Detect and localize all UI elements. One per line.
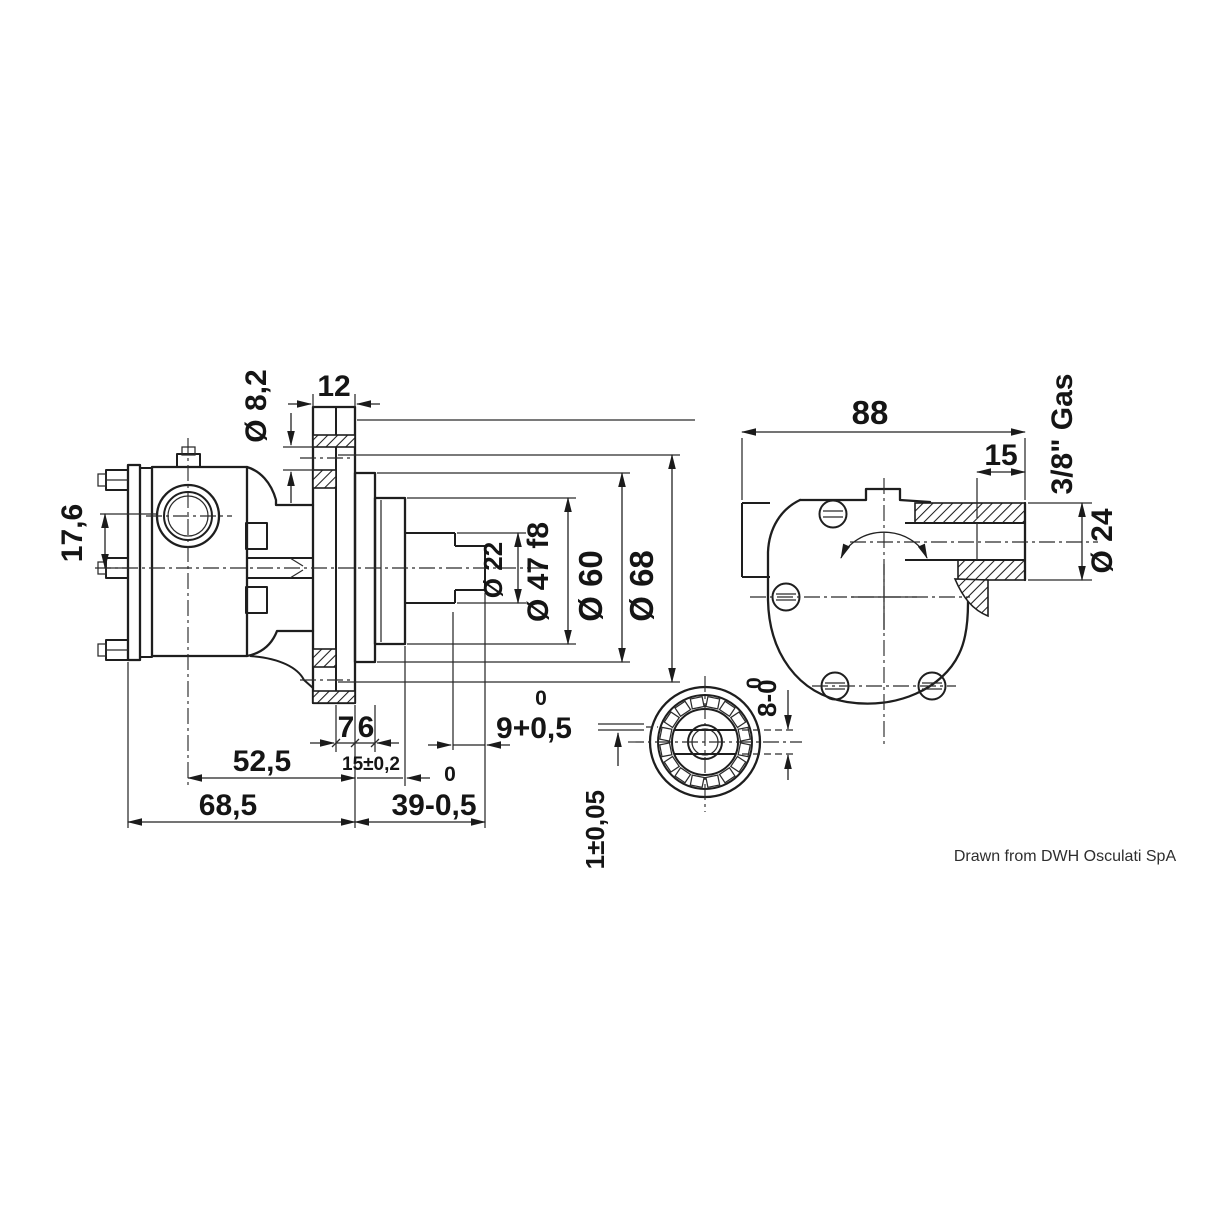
- front-view-dimensions: 88 15 3/8" Gas Ø 24: [741, 374, 1119, 581]
- credit-note: Drawn from DWH Osculati SpA: [954, 848, 1177, 865]
- dim-15-tol: 15±0,2: [342, 754, 400, 775]
- dim-width-88: 88: [852, 394, 889, 431]
- dim-39-sup: 0: [444, 763, 456, 786]
- cover-screws: [771, 499, 947, 701]
- cover-plate: [126, 463, 153, 662]
- cover-bolts: [97, 469, 129, 661]
- side-port-stub: [741, 502, 770, 578]
- dim-end-float: 1±0,05: [580, 790, 610, 869]
- screw: [917, 671, 947, 701]
- screw: [818, 499, 848, 529]
- dim-port-offset: 17,6: [56, 504, 89, 562]
- dim-68-5: 68,5: [199, 789, 257, 822]
- front-view: [741, 478, 1098, 748]
- side-view: [95, 405, 548, 786]
- side-view-dimensions: Ø 8,2 12 17,6 Ø 22 Ø 47 f8 Ø 60 Ø 68: [56, 369, 695, 828]
- dim-six: 6: [358, 711, 375, 744]
- dim-9: 9+0,5: [496, 712, 572, 745]
- dim-pilot-dia: Ø 60: [572, 550, 609, 622]
- mounting-flange: [300, 405, 357, 705]
- front-body: [766, 487, 970, 705]
- dim-spigot-dia: Ø 47 f8: [522, 522, 555, 622]
- dim-slot-8: 8-0: [752, 679, 782, 717]
- dim-depth-15: 15: [984, 439, 1017, 472]
- dim-thread-gas: 3/8" Gas: [1046, 374, 1079, 495]
- dim-flange-dia: Ø 68: [623, 550, 660, 622]
- dim-39: 39-0,5: [391, 789, 476, 822]
- dim-9-sup: 0: [535, 687, 547, 710]
- discharge-port: [905, 501, 1027, 618]
- dim-shaft-dia: Ø 22: [478, 542, 508, 598]
- impeller-view: [628, 676, 802, 812]
- dim-hole-dia: Ø 8,2: [240, 369, 273, 442]
- dim-flange-thickness: 12: [317, 370, 350, 403]
- dim-seven: 7: [338, 711, 355, 744]
- dim-52-5: 52,5: [233, 745, 291, 778]
- dim-port-dia: Ø 24: [1086, 508, 1119, 573]
- roller-ring: [658, 695, 752, 789]
- dim-slot-sup: 0: [743, 677, 766, 689]
- impeller-view-dimensions: 8-0 0 1±0,05: [580, 677, 795, 869]
